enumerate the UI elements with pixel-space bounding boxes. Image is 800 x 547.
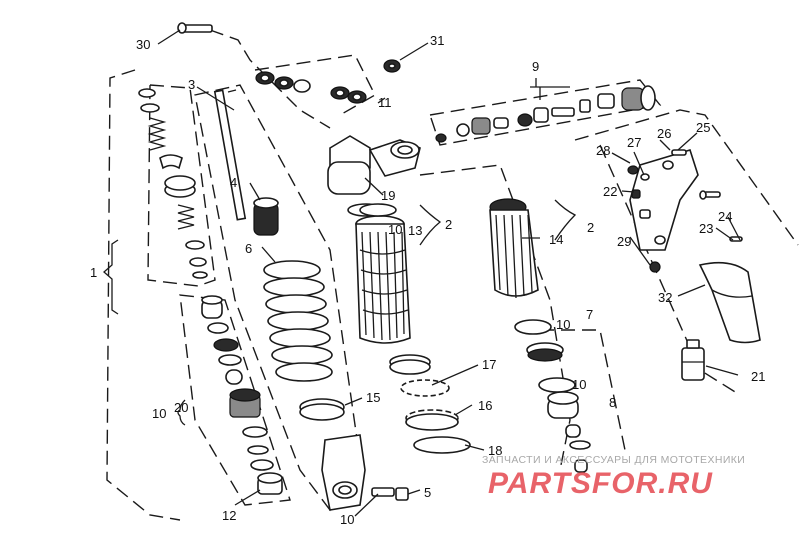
- group-outline-left: [106, 69, 291, 521]
- callout-10-left: 10: [152, 406, 166, 421]
- mudguard-32: [698, 261, 761, 344]
- damper-body-13: [347, 203, 411, 344]
- callout-17: 17: [482, 357, 496, 372]
- group-outline-right: [419, 79, 799, 471]
- watermark: ЗАПЧАСТИ И АКСЕССУАРЫ ДЛЯ МОТОТЕХНИКИ PA…: [482, 454, 745, 500]
- callout-7: 7: [586, 307, 593, 322]
- callout-1: 1: [90, 265, 97, 280]
- callout-10-right-a: 10: [556, 317, 570, 332]
- seal-15: [359, 203, 397, 217]
- oil-bottle-21: [681, 339, 705, 381]
- brace-group-2: [419, 199, 577, 246]
- callout-20: 20: [174, 400, 188, 415]
- top-bolt-30: [177, 22, 213, 34]
- rings-center: [389, 354, 471, 454]
- small-hardware-right: [627, 149, 743, 273]
- brace-group-20: [177, 399, 186, 426]
- brace-group-1: [103, 239, 119, 315]
- callout-10-top: 10: [388, 222, 402, 237]
- callout-8: 8: [609, 395, 616, 410]
- callout-2b: 2: [587, 220, 594, 235]
- callout-27: 27: [627, 135, 641, 150]
- damper-body-14: [489, 198, 539, 299]
- callout-31: 31: [430, 33, 444, 48]
- callout-10-bottom: 10: [340, 512, 354, 527]
- clevis-5: [321, 434, 409, 511]
- callout-4: 4: [230, 175, 237, 190]
- callout-12: 12: [222, 508, 236, 523]
- adjuster-parts-9: [435, 85, 656, 143]
- callout-23: 23: [699, 221, 713, 236]
- callout-32: 32: [658, 290, 672, 305]
- callout-13: 13: [408, 223, 422, 238]
- callout-10-right-b: 10: [572, 377, 586, 392]
- callout-11: 11: [378, 95, 392, 110]
- leader-lines: [157, 29, 741, 517]
- callout-22: 22: [603, 184, 617, 199]
- reservoir-head-19: [327, 135, 421, 195]
- callout-16: 16: [478, 398, 492, 413]
- watermark-logo: PARTSFOR.RU: [488, 467, 713, 500]
- callout-3: 3: [188, 77, 195, 92]
- nut-31: [383, 59, 401, 73]
- callout-28: 28: [596, 143, 610, 158]
- washer-set-11: [255, 71, 367, 104]
- callout-26: 26: [657, 126, 671, 141]
- callout-15: 15: [366, 390, 380, 405]
- callout-18: 18: [488, 443, 502, 458]
- callout-21: 21: [751, 369, 765, 384]
- watermark-caption: ЗАПЧАСТИ И АКСЕССУАРЫ ДЛЯ МОТОТЕХНИКИ: [482, 454, 745, 466]
- callout-19: 19: [381, 188, 395, 203]
- callout-labels: 30 31 9 3 11 4 28 27 26 25 22 19 2 2 10 …: [90, 33, 765, 527]
- callout-25: 25: [696, 120, 710, 135]
- callout-30: 30: [136, 37, 150, 52]
- callout-29: 29: [617, 234, 631, 249]
- left-stack-parts: [138, 88, 283, 495]
- callout-5: 5: [424, 485, 431, 500]
- shaft-assembly: [213, 89, 279, 236]
- callout-2a: 2: [445, 217, 452, 232]
- callout-9: 9: [532, 59, 539, 74]
- right-lower-parts: [514, 319, 591, 473]
- main-spring: [263, 260, 345, 421]
- callout-24: 24: [718, 209, 732, 224]
- callout-6: 6: [245, 241, 252, 256]
- callout-14: 14: [549, 232, 563, 247]
